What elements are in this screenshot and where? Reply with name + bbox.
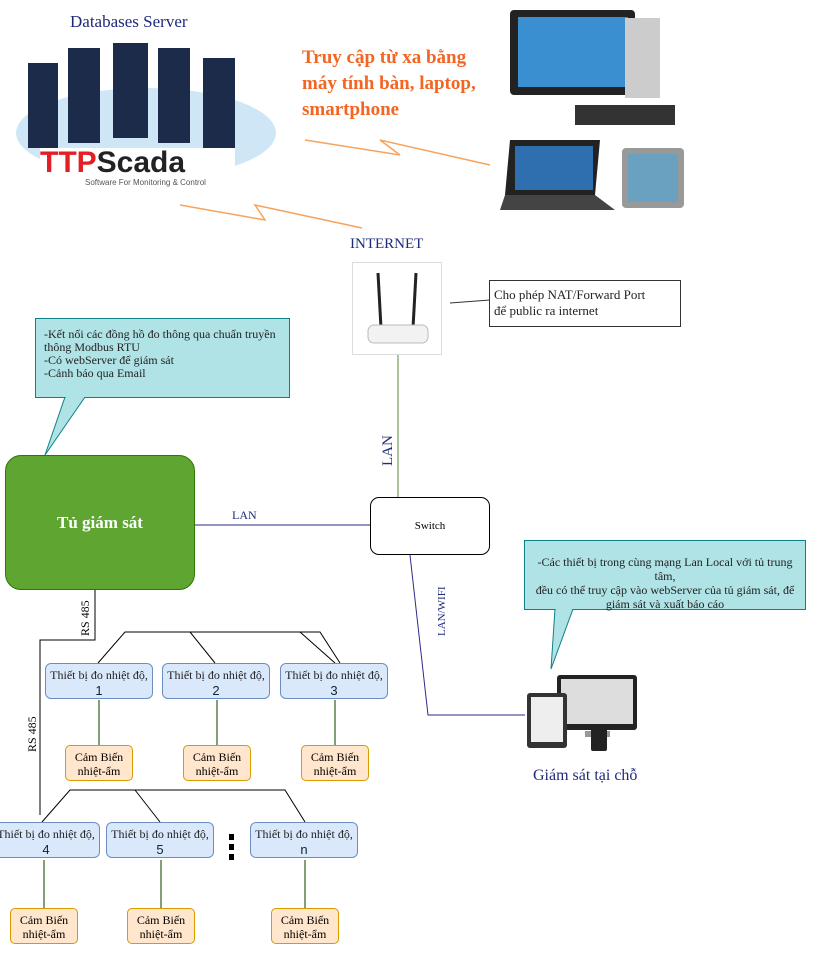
lanwifi-label: LAN/WIFI [436,586,448,637]
remote-computers-image [500,0,700,230]
device-4: Thiết bị đo nhiệt độ,4 [0,822,100,858]
local-monitoring-label: Giám sát tại chỗ [533,767,638,784]
device-1: Thiết bị đo nhiệt độ,1 [45,663,153,699]
rs485-label-2: RS 485 [25,716,39,752]
router-callout-pointer [449,299,491,304]
bus-row-1 [97,631,341,664]
monitoring-cabinet: Tủ giám sát [5,455,195,590]
bus-row-2 [41,789,306,823]
local-callout: -Các thiết bị trong cùng mạng Lan Local … [524,540,806,611]
server-title: Databases Server [70,12,188,31]
internet-label: INTERNET [350,236,424,252]
device-3: Thiết bị đo nhiệt độ,3 [280,663,388,699]
rs485-bus [39,590,96,815]
lan-label-v: LAN [380,435,396,466]
device-2: Thiết bị đo nhiệt độ,2 [162,663,270,699]
device-n: Thiết bị đo nhiệt độ,n [250,822,358,858]
local-callout-pointer [550,609,574,670]
remote-link-arrow [304,139,491,166]
device-5: Thiết bị đo nhiệt độ,5 [106,822,214,858]
lanwifi-link [409,554,525,716]
rs485-label-1: RS 485 [78,600,92,636]
server-link-arrow [179,203,363,229]
lan-label-h: LAN [232,508,257,522]
panel-callout: -Kết nối các đồng hồ đo thông qua chuẩn … [35,318,290,398]
router-image [352,262,442,355]
local-devices-image [527,673,640,753]
ttpscada-logo: TTPScada Software For Monitoring & Contr… [40,148,235,190]
switch: Switch [370,497,490,555]
panel-callout-pointer [44,397,86,456]
